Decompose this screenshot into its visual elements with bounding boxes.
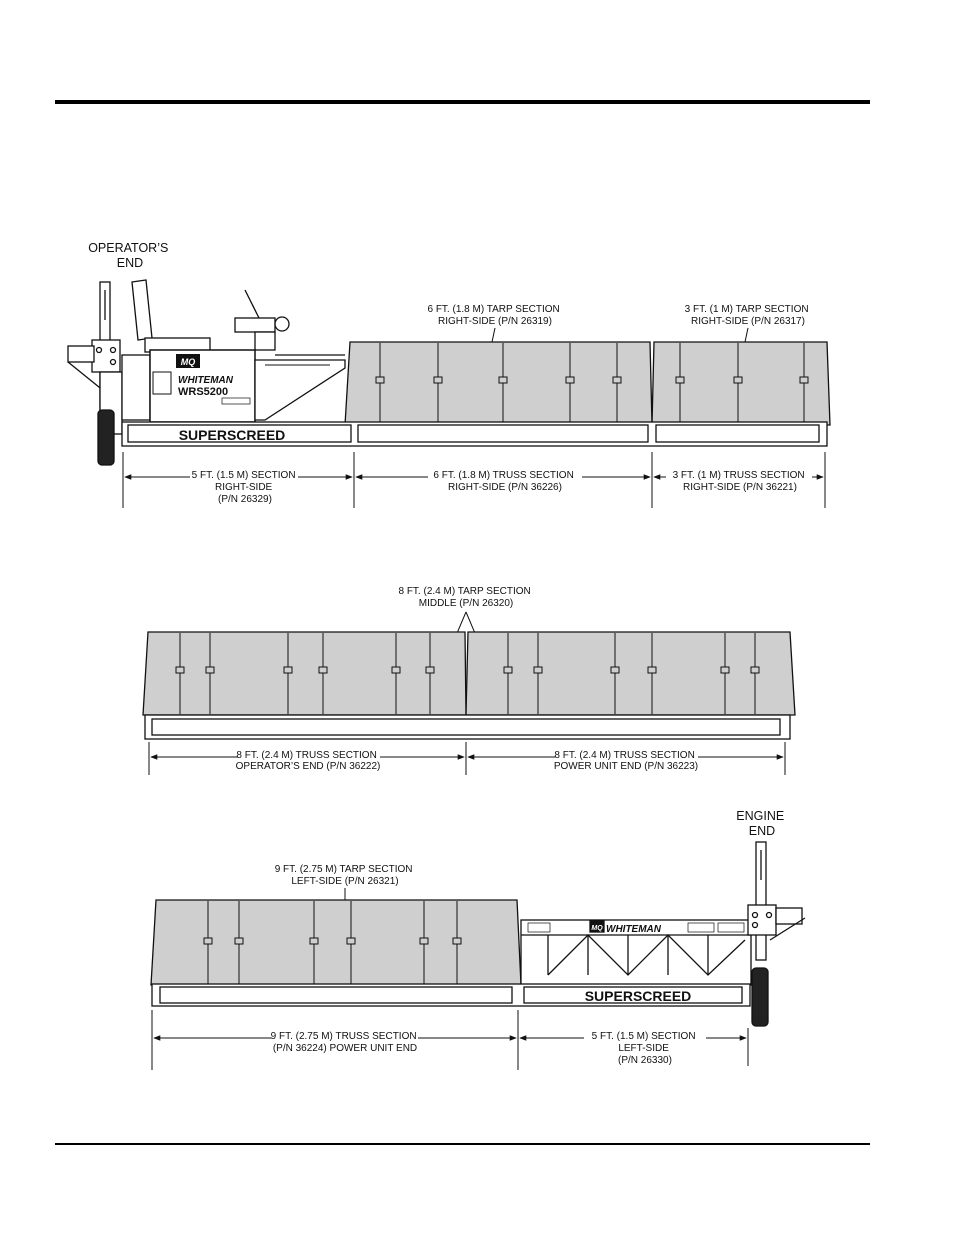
tarp-buckle: [612, 376, 622, 384]
tarp-3ft-label: 3 FT. (1 M) TARP SECTION RIGHT-SIDE (P/N…: [685, 304, 812, 327]
tarp-6ft-label: 6 FT. (1.8 M) TARP SECTION RIGHT-SIDE (P…: [427, 304, 562, 327]
tarp-8ft-operator-half: [142, 631, 467, 716]
header-rule: [55, 100, 870, 104]
top-view: OPERATOR’S END MQ: [67, 241, 831, 508]
tarp-buckle: [318, 666, 328, 674]
section-5ft-left-label: 5 FT. (1.5 M) SECTION LEFT-SIDE (P/N 263…: [592, 1031, 699, 1066]
operator-end-label: OPERATOR’S END: [88, 241, 172, 270]
truss-6ft-label: 6 FT. (1.8 M) TRUSS SECTION RIGHT-SIDE (…: [433, 470, 576, 493]
truss-base-rails: [121, 421, 828, 447]
tarp-buckle: [733, 376, 743, 384]
truss-base-rails: [151, 983, 751, 1007]
tarp-buckle: [647, 666, 657, 674]
tarp-8ft-power-half: [465, 631, 796, 716]
dimension-lines: [122, 327, 826, 508]
truss-5ft-left-frame: [520, 919, 752, 986]
tarp-buckle: [309, 937, 319, 945]
dimension-lines: [148, 742, 786, 775]
tarp-buckle: [503, 666, 513, 674]
tarp-buckle: [205, 666, 215, 674]
truss-9ft-label: 9 FT. (2.75 M) TRUSS SECTION (P/N 36224)…: [271, 1031, 420, 1054]
mq-logo: MQ: [181, 357, 196, 367]
tarp-8ft-label: 8 FT. (2.4 M) TARP SECTION MIDDLE (P/N 2…: [398, 586, 533, 609]
power-unit-housing: MQ WHITEMAN WRS5200: [121, 349, 346, 423]
tarp-buckle: [675, 376, 685, 384]
tarp-buckle: [533, 666, 543, 674]
tarp-buckle: [203, 937, 213, 945]
tarp-buckle: [750, 666, 760, 674]
tarp-buckle: [610, 666, 620, 674]
truss-8ft-operator-label: 8 FT. (2.4 M) TRUSS SECTION OPERATOR’S E…: [236, 750, 381, 772]
superscreed-logo: SUPERSCREED: [179, 427, 286, 443]
tarp-buckle: [419, 937, 429, 945]
tarp-buckle: [425, 666, 435, 674]
section-5ft-right-label: 5 FT. (1.5 M) SECTION RIGHT-SIDE (P/N 26…: [192, 470, 299, 505]
tarp-buckle: [433, 376, 443, 384]
bottom-view: ENGINE END 9 FT. (2.75 M) TARP SECTION L…: [150, 809, 806, 1070]
middle-view: 8 FT. (2.4 M) TARP SECTION MIDDLE (P/N 2…: [142, 586, 796, 775]
engine-end-label: ENGINE END: [736, 809, 787, 838]
tarp-straps: [375, 343, 809, 424]
tarp-buckle: [498, 376, 508, 384]
tarp-buckle: [175, 666, 185, 674]
dimension-lines: [151, 1010, 749, 1070]
tarp-buckle: [283, 666, 293, 674]
whiteman-logo: WHITEMAN: [178, 375, 234, 386]
tarp-buckle: [375, 376, 385, 384]
superscreed-logo: SUPERSCREED: [585, 988, 692, 1004]
tarp-buckle: [346, 937, 356, 945]
tarp-9ft-label: 9 FT. (2.75 M) TARP SECTION LEFT-SIDE (P…: [275, 864, 416, 887]
truss-8ft-power-label: 8 FT. (2.4 M) TRUSS SECTION POWER UNIT E…: [554, 750, 698, 772]
tarp-buckle: [452, 937, 462, 945]
tarp-straps: [203, 901, 462, 984]
tarp-buckle: [234, 937, 244, 945]
tarp-straps: [175, 633, 760, 714]
engine-handle-assembly: [747, 841, 806, 1027]
whiteman-logo: WHITEMAN: [606, 924, 662, 935]
tarp-buckle: [799, 376, 809, 384]
operator-handle-assembly: [67, 279, 345, 466]
truss-3ft-label: 3 FT. (1 M) TRUSS SECTION RIGHT-SIDE (P/…: [673, 470, 808, 493]
truss-base-rail: [144, 714, 791, 740]
model-label: WRS5200: [178, 386, 228, 398]
tarp-buckle: [565, 376, 575, 384]
mq-logo: MQ: [591, 925, 603, 932]
footer-rule: [55, 1143, 870, 1145]
tarp-buckle: [391, 666, 401, 674]
tarp-buckle: [720, 666, 730, 674]
